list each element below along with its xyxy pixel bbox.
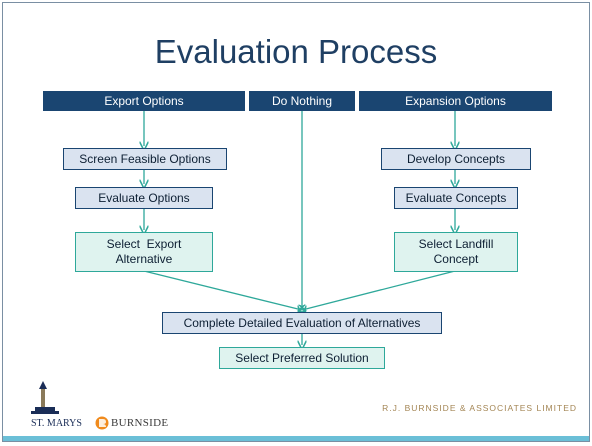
burnside-logo-icon bbox=[95, 416, 109, 430]
header-export-options: Export Options bbox=[43, 91, 245, 111]
arrow-left-to-complete bbox=[143, 270, 302, 310]
arrow-right-to-complete bbox=[302, 270, 456, 310]
header-do-nothing: Do Nothing bbox=[249, 91, 355, 111]
slide: Evaluation Process Export Options Do Not… bbox=[2, 2, 590, 442]
box-evaluate-options: Evaluate Options bbox=[75, 187, 213, 209]
box-screen-feasible-options: Screen Feasible Options bbox=[63, 148, 227, 170]
stmarys-logo bbox=[31, 381, 59, 414]
box-select-export-alternative: Select Export Alternative bbox=[75, 232, 213, 272]
box-select-landfill-concept: Select Landfill Concept bbox=[394, 232, 518, 272]
stmarys-text: ST. MARYS bbox=[31, 418, 82, 429]
company-name: R.J. BURNSIDE & ASSOCIATES LIMITED bbox=[382, 403, 577, 413]
slide-title: Evaluation Process bbox=[154, 33, 438, 70]
connector-lines bbox=[3, 111, 591, 443]
select-landfill-line1: Select Landfill bbox=[418, 237, 494, 251]
header-expansion-options: Expansion Options bbox=[359, 91, 552, 111]
select-export-line1: Select Export bbox=[106, 237, 182, 251]
box-complete-detailed-evaluation: Complete Detailed Evaluation of Alternat… bbox=[162, 312, 442, 334]
select-landfill-line2: Concept bbox=[433, 252, 479, 266]
box-select-preferred-solution: Select Preferred Solution bbox=[219, 347, 385, 369]
burnside-text: BURNSIDE bbox=[111, 417, 169, 429]
select-export-line2: Alternative bbox=[115, 252, 173, 266]
box-develop-concepts: Develop Concepts bbox=[381, 148, 531, 170]
bottom-accent-bar bbox=[3, 436, 589, 441]
box-evaluate-concepts: Evaluate Concepts bbox=[394, 187, 518, 209]
